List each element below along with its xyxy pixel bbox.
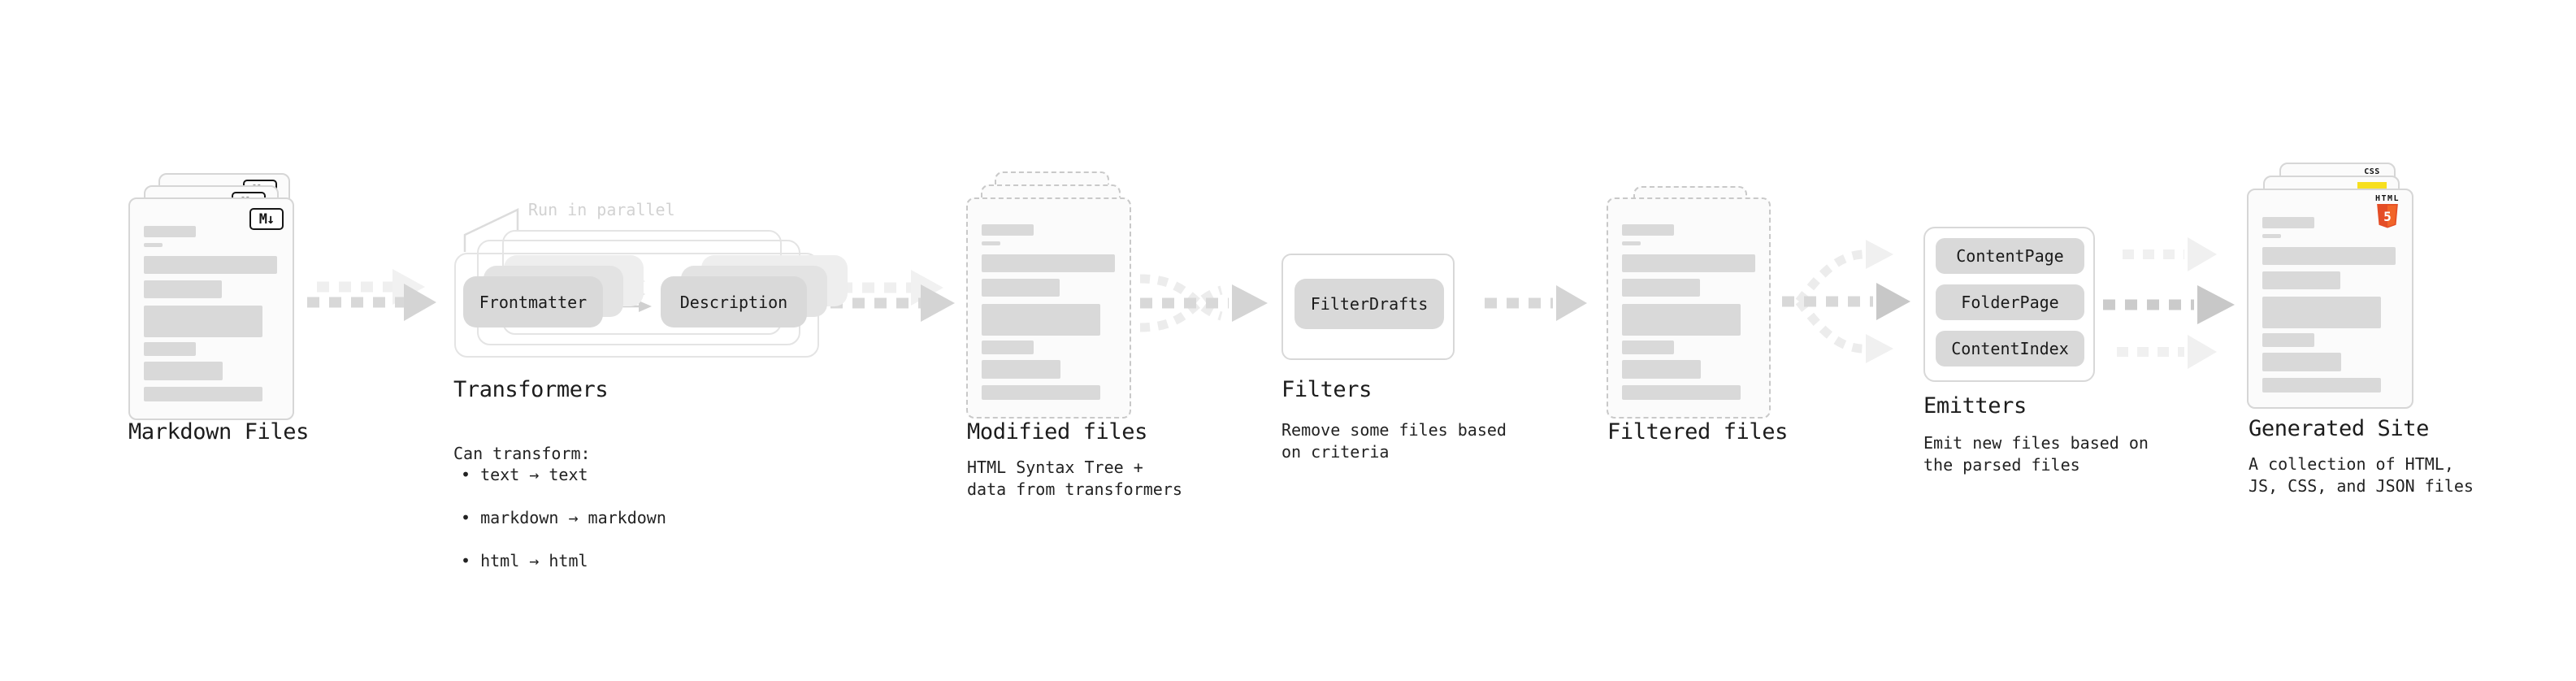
html5-icon: HTML 5 — [2373, 194, 2402, 228]
contentpage-pill: ContentPage — [1936, 238, 2084, 274]
filters-caption: Remove some files based on criteria — [1281, 420, 1507, 462]
markdown-file-card-front: M↓ — [128, 197, 294, 420]
transform-bullet: • text → text — [461, 465, 588, 484]
content-line-bar — [1622, 224, 1674, 236]
transformers-caption-heading: Can transform: — [453, 443, 591, 463]
filters-label: Filters — [1281, 377, 1372, 402]
content-line-bar — [982, 304, 1100, 336]
frontmatter-pill: Frontmatter — [463, 276, 603, 327]
modified-files-label: Modified files — [967, 419, 1147, 445]
svg-text:5: 5 — [2383, 209, 2392, 224]
content-line-bar — [2262, 271, 2340, 289]
folderpage-pill: FolderPage — [1936, 284, 2084, 320]
transformers-caption: Can transform: • text → text • markdown … — [453, 421, 666, 593]
transform-bullet: • markdown → markdown — [461, 508, 666, 527]
markdown-files-label: Markdown Files — [128, 419, 309, 445]
content-line-bar — [2262, 297, 2381, 328]
modified-file-card-front — [966, 197, 1131, 419]
content-line-bar — [2262, 217, 2314, 228]
content-line-bar — [982, 224, 1034, 236]
content-line-bar — [2262, 333, 2314, 347]
run-in-parallel-annotation: Run in parallel — [528, 200, 675, 219]
content-line-bar — [1622, 360, 1701, 379]
arrow-markdown-to-transformers — [307, 269, 436, 321]
arrow-filtered-to-emitters-fanout — [1782, 240, 1910, 363]
markdown-icon: M↓ — [249, 208, 284, 230]
content-line-bar — [144, 362, 223, 380]
content-line-bar — [1622, 340, 1674, 354]
arrow-modified-to-filters-merge — [1139, 274, 1268, 332]
html-file-card: HTML 5 — [2247, 189, 2413, 409]
arrow-filters-to-filtered — [1485, 285, 1587, 321]
html5-shield: 5 — [2377, 204, 2398, 228]
content-line-bar — [144, 306, 262, 337]
arrow-transformers-to-modified — [830, 270, 955, 322]
content-line-bar — [2262, 234, 2281, 238]
content-line-bar — [144, 342, 196, 356]
content-line-bar — [2262, 353, 2341, 371]
filtered-file-card-front — [1607, 197, 1771, 419]
emitters-caption: Emit new files based on the parsed files — [1923, 433, 2149, 475]
content-line-bar — [982, 279, 1060, 297]
content-line-bar — [1622, 279, 1700, 297]
content-line-bar — [1622, 241, 1641, 245]
content-line-bar — [1622, 385, 1741, 400]
content-line-bar — [982, 254, 1115, 272]
emitters-label: Emitters — [1923, 393, 2027, 419]
content-line-bar — [144, 280, 222, 298]
content-line-bar — [982, 241, 1000, 245]
content-line-bar — [1622, 254, 1755, 272]
file-content-lines — [144, 226, 277, 401]
contentindex-pill: ContentIndex — [1936, 331, 2084, 367]
content-line-bar — [982, 360, 1060, 379]
content-line-bar — [144, 243, 163, 247]
content-line-bar — [144, 256, 277, 274]
content-line-bar — [2262, 247, 2396, 265]
content-line-bar — [144, 226, 196, 237]
content-line-bar — [982, 340, 1034, 354]
content-line-bar — [982, 385, 1100, 400]
filtered-files-label: Filtered files — [1607, 419, 1788, 445]
description-pill: Description — [661, 276, 807, 327]
filterdrafts-pill: FilterDrafts — [1295, 279, 1444, 329]
file-content-lines — [982, 224, 1115, 400]
arrows-emitters-to-site — [2103, 237, 2235, 369]
file-content-lines — [2262, 217, 2396, 393]
content-line-bar — [1622, 304, 1741, 336]
generated-site-caption: A collection of HTML, JS, CSS, and JSON … — [2249, 454, 2474, 496]
modified-files-caption: HTML Syntax Tree + data from transformer… — [967, 458, 1182, 499]
file-content-lines — [1622, 224, 1755, 400]
transform-bullet: • html → html — [461, 551, 588, 570]
content-line-bar — [2262, 378, 2381, 393]
generated-site-label: Generated Site — [2249, 416, 2429, 441]
content-line-bar — [144, 387, 262, 401]
transformers-label: Transformers — [453, 377, 609, 402]
run-in-parallel-bracket — [463, 208, 519, 252]
